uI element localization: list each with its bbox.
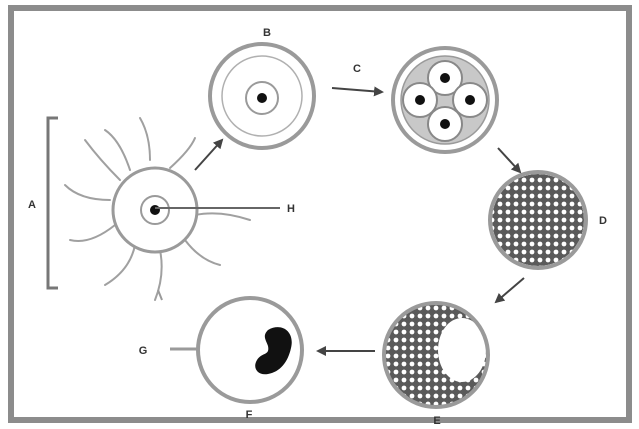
stage-b-cell [208, 42, 316, 150]
label-b: B [263, 27, 271, 39]
arrow-a-to-b [194, 138, 224, 171]
label-d: D [599, 215, 607, 227]
stage-d-morula [488, 170, 588, 270]
arrow-d-to-e [494, 277, 525, 304]
label-g: G [139, 345, 148, 357]
label-f: F [246, 409, 253, 421]
projection-tail [157, 289, 163, 301]
arrow-b-to-c [331, 86, 384, 97]
label-c: C [353, 63, 361, 75]
stage-a-cell-with-projections [64, 117, 251, 301]
stage-a-bracket [46, 116, 58, 290]
stage-f-embryo-sac [196, 296, 304, 404]
arrow-c-to-d [497, 147, 522, 174]
stage-c-four-cell [391, 46, 499, 154]
label-h: H [287, 203, 295, 215]
label-e: E [433, 415, 440, 427]
label-a: A [28, 199, 36, 211]
stage-e-blastocyst [382, 301, 490, 409]
